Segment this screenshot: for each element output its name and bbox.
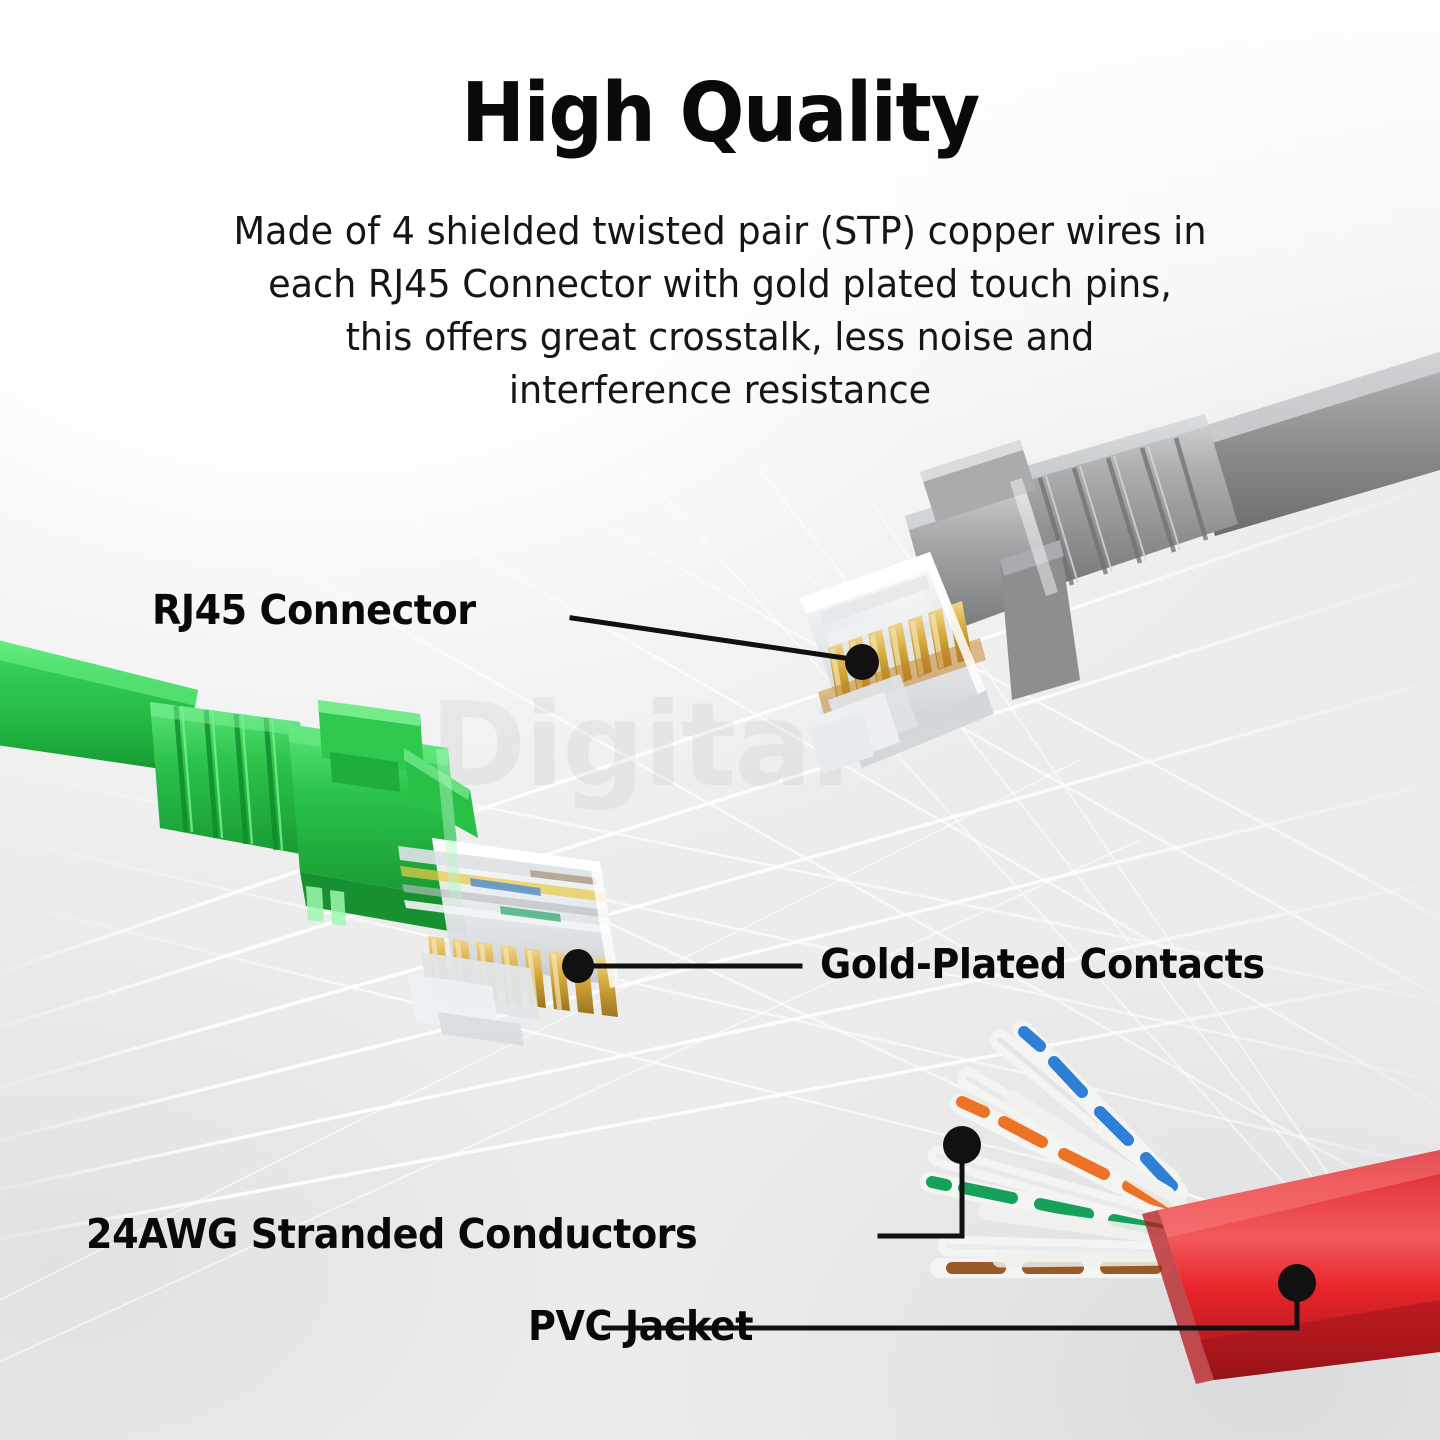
callout-label-gold-plated-contacts: Gold-Plated Contacts	[820, 940, 1265, 988]
description-line-1: Made of 4 shielded twisted pair (STP) co…	[233, 209, 1207, 254]
green-rj45-cable	[0, 640, 620, 1046]
callout-label-rj45-connector: RJ45 Connector	[152, 586, 476, 634]
callout-label-24awg-stranded-conductors: 24AWG Stranded Conductors	[86, 1210, 698, 1258]
twisted-pairs	[920, 1020, 1188, 1278]
description-line-2: each RJ45 Connector with gold plated tou…	[268, 262, 1172, 307]
page-title: High Quality	[461, 66, 980, 161]
page-description: Made of 4 shielded twisted pair (STP) co…	[139, 205, 1302, 417]
description-line-3: this offers great crosstalk, less noise …	[345, 315, 1095, 360]
red-cable-with-conductors	[920, 1020, 1440, 1384]
green-boot	[150, 702, 312, 856]
gray-boot	[1012, 414, 1238, 588]
description-line-4: interference resistance	[508, 368, 932, 413]
callout-label-pvc-jacket: PVC Jacket	[528, 1302, 754, 1350]
gray-rj45-cable	[800, 352, 1440, 774]
